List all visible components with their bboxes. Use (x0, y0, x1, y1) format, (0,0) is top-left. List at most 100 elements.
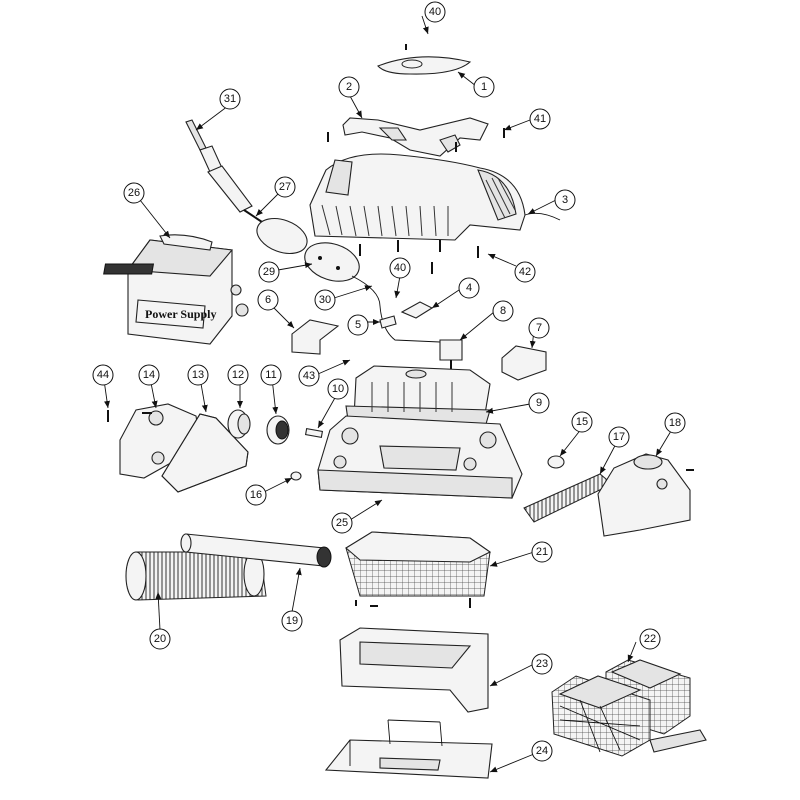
callout-5: 5 (347, 314, 369, 336)
part-22-filter-cartridges (551, 659, 707, 757)
part-13-track-left (161, 413, 249, 493)
callout-16: 16 (245, 484, 267, 506)
callout-label: 40 (429, 6, 441, 18)
part-29-swivel-cover (304, 242, 360, 282)
callout-label: 30 (319, 294, 331, 306)
part-27-swivel-cover (256, 217, 308, 255)
part-16-washer (290, 471, 302, 481)
callout-label: 10 (332, 383, 344, 395)
callout-label: 9 (536, 397, 542, 409)
part-12-pulley (227, 409, 251, 439)
callout-29: 29 (258, 261, 280, 283)
part-7-block (501, 345, 547, 381)
callout-27: 27 (274, 176, 296, 198)
callout-17: 17 (608, 426, 630, 448)
callout-label: 4 (466, 282, 472, 294)
part-30-cable (351, 275, 441, 343)
callout-6: 6 (257, 289, 279, 311)
part-21-filter-basket (345, 531, 492, 608)
callout-4: 4 (458, 277, 480, 299)
part-31-cable-plug (185, 119, 263, 223)
callout-label: 19 (286, 615, 298, 627)
part-10-pin (304, 428, 324, 438)
callout-23: 23 (531, 653, 553, 675)
callout-label: 3 (562, 194, 568, 206)
callout-26: 26 (123, 182, 145, 204)
callout-3: 3 (554, 189, 576, 211)
callout-label: 24 (536, 745, 548, 757)
part-1-top-cap (377, 56, 472, 75)
part-3-top-cover (309, 153, 561, 241)
callout-30: 30 (314, 289, 336, 311)
part-24-caddy (324, 719, 493, 779)
callout-25: 25 (331, 512, 353, 534)
callout-label: 29 (263, 266, 275, 278)
part-20-brush (125, 551, 267, 601)
callout-label: 23 (536, 658, 548, 670)
callout-24: 24 (531, 740, 553, 762)
callout-9: 9 (528, 392, 550, 414)
callout-label: 8 (500, 305, 506, 317)
callout-label: 12 (232, 369, 244, 381)
callout-41: 41 (529, 108, 551, 130)
callout-8: 8 (492, 300, 514, 322)
callout-label: 27 (279, 181, 291, 193)
callout-label: 5 (355, 319, 361, 331)
callout-label: 17 (613, 431, 625, 443)
callout-label: 11 (265, 369, 276, 381)
callout-10: 10 (327, 378, 349, 400)
callout-21: 21 (531, 541, 553, 563)
callout-12: 12 (227, 364, 249, 386)
callout-15: 15 (571, 411, 593, 433)
callout-44: 44 (92, 364, 114, 386)
callout-40-top: 40 (424, 1, 446, 23)
callout-label: 15 (576, 416, 588, 428)
part-25-chassis (317, 415, 523, 499)
callout-label: 25 (336, 517, 348, 529)
part-2-handle (342, 117, 489, 157)
callout-label: 14 (143, 369, 155, 381)
callout-31: 31 (219, 88, 241, 110)
part-23-bottom-cover (339, 627, 489, 713)
callout-11: 11 (260, 364, 282, 386)
callout-label: 26 (128, 187, 140, 199)
callout-label: 21 (536, 546, 548, 558)
callout-label: 43 (303, 370, 315, 382)
power-supply-label: Power Supply (145, 307, 216, 321)
callout-label: 13 (192, 369, 204, 381)
callout-42: 42 (514, 261, 536, 283)
callout-20: 20 (149, 628, 171, 650)
callout-18: 18 (664, 412, 686, 434)
callout-label: 16 (250, 489, 262, 501)
callout-label: 41 (534, 113, 546, 125)
part-9-motor-unit (345, 365, 491, 425)
callout-label: 20 (154, 633, 166, 645)
callout-22: 22 (639, 628, 661, 650)
callout-40-middle: 40 (389, 257, 411, 279)
part-8-motor-plug (439, 339, 463, 372)
callout-label: 44 (97, 369, 109, 381)
callout-2: 2 (338, 76, 360, 98)
callout-label: 31 (224, 93, 236, 105)
callout-7: 7 (528, 317, 550, 339)
part-4-bracket (400, 301, 434, 319)
part-19-roller (180, 533, 332, 568)
callout-label: 42 (519, 266, 531, 278)
part-5-clip (379, 315, 397, 329)
part-6-block (291, 319, 340, 355)
callout-1: 1 (473, 76, 495, 98)
callout-label: 22 (644, 633, 656, 645)
part-26-power-supply: Power Supply (103, 234, 249, 345)
part-15-cap (547, 455, 565, 469)
part-11-gear (266, 415, 290, 445)
callout-14: 14 (138, 364, 160, 386)
callout-label: 18 (669, 417, 681, 429)
callout-19: 19 (281, 610, 303, 632)
callout-13: 13 (187, 364, 209, 386)
callout-label: 2 (346, 81, 352, 93)
callout-label: 1 (481, 81, 487, 93)
callout-label: 6 (265, 294, 271, 306)
callout-label: 7 (536, 322, 542, 334)
